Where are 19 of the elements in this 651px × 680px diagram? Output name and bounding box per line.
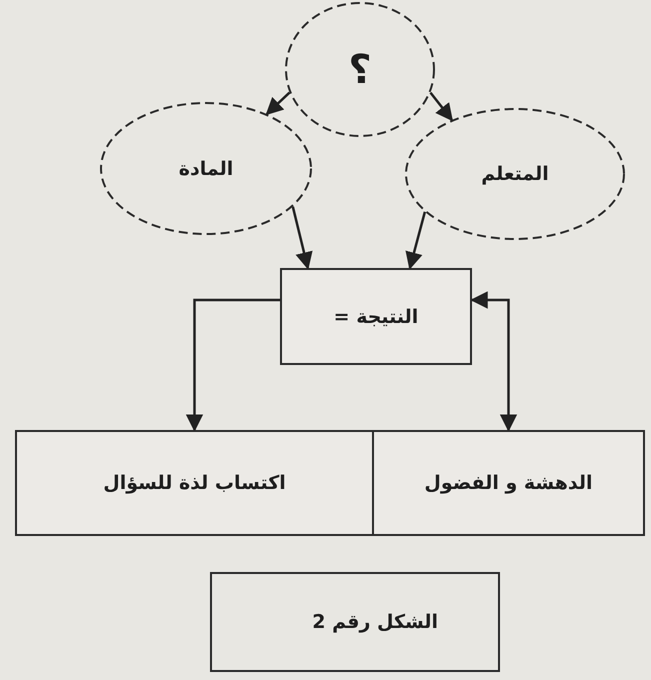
process-box: [280, 268, 472, 365]
arrow: [266, 92, 290, 116]
process-box: [372, 430, 645, 536]
arrow: [430, 92, 453, 122]
node-label: اكتساب لذة للسؤال: [103, 472, 286, 494]
question-mark: ؟: [348, 46, 372, 92]
figure-caption: الشكل رقم 2: [312, 611, 438, 633]
process-box: [15, 430, 374, 536]
dashed-ellipse: [100, 102, 312, 235]
arrow: [186, 298, 280, 432]
node-label: النتيجة =: [334, 306, 418, 328]
node-label: المتعلم: [481, 163, 549, 185]
dashed-ellipse: [285, 2, 435, 137]
dashed-ellipse: [405, 108, 625, 240]
arrow: [292, 206, 313, 270]
node-label: المادة: [178, 158, 234, 180]
arrow: [470, 291, 518, 432]
node-label: الدهشة و الفضول: [424, 472, 593, 494]
arrow: [406, 212, 426, 270]
